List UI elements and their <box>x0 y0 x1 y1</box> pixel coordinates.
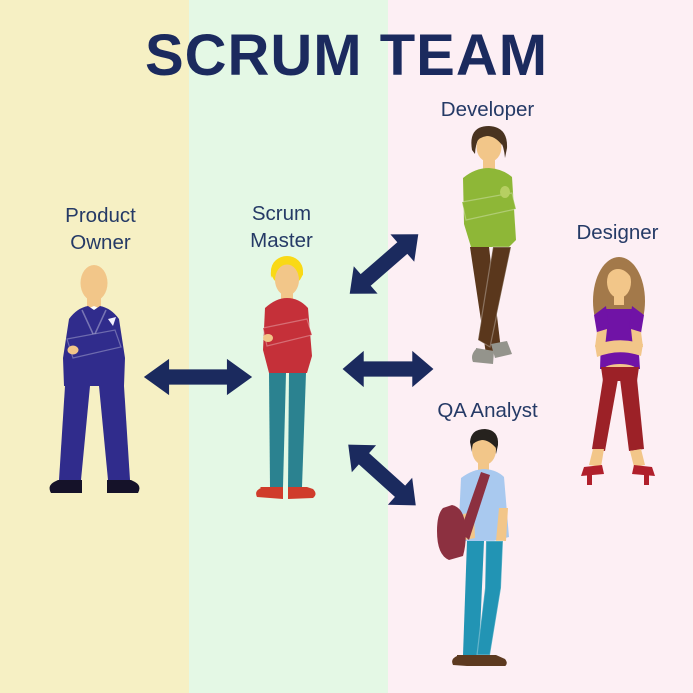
right-jeans-leg <box>288 373 306 487</box>
head <box>476 132 502 162</box>
arrow-shape <box>143 358 253 396</box>
right-sleeve <box>629 306 644 333</box>
right-shoe <box>477 655 507 666</box>
scrum-master-label: Scrum Master <box>250 202 313 253</box>
crossed-arms <box>461 192 517 221</box>
head <box>607 266 631 298</box>
page-title: SCRUM TEAM <box>144 23 549 88</box>
hair-fringe <box>476 131 502 145</box>
right-forearm <box>496 508 508 541</box>
designer-figure-icon <box>581 257 655 485</box>
double-arrow-scrum-master-designer-icon <box>342 350 434 388</box>
arrow-shape <box>342 350 434 388</box>
left-shoe <box>49 480 82 493</box>
right-ankle <box>630 449 645 467</box>
qa-analyst-figure-icon <box>437 429 509 666</box>
hair-fringe <box>605 263 633 279</box>
right-shoe <box>491 341 512 358</box>
left-sleeve <box>594 306 609 333</box>
head <box>275 264 299 296</box>
left-heel-shoe <box>581 465 604 476</box>
left-heel <box>587 474 592 485</box>
left-shoe <box>256 487 283 499</box>
lapel-seams <box>81 309 107 337</box>
arrow-shape <box>348 444 416 506</box>
right-heel <box>644 474 649 485</box>
hair-fringe <box>270 257 304 278</box>
neck <box>614 295 624 305</box>
double-arrow-product-owner-scrum-master-icon <box>143 358 253 396</box>
right-heel-shoe <box>632 465 655 476</box>
arrow-shape <box>349 234 419 294</box>
head <box>80 265 108 301</box>
bag-strap <box>460 472 490 540</box>
right-shoe <box>107 480 140 493</box>
designer-label: Designer <box>576 221 659 244</box>
left-jeans-leg <box>269 373 286 487</box>
product-owner-label: Product Owner <box>65 204 136 255</box>
pocket-square <box>108 317 116 326</box>
scrum-master-figure-icon <box>256 256 316 499</box>
hand <box>67 345 79 355</box>
crossed-pant-leg <box>477 246 512 348</box>
right-trouser-leg <box>99 386 130 480</box>
left-shoe <box>452 655 481 666</box>
crossed-forearms <box>595 340 643 357</box>
chest-badge <box>500 186 510 198</box>
double-arrow-scrum-master-developer-icon <box>349 234 419 294</box>
shoulder-bag <box>437 505 466 560</box>
double-arrow-scrum-master-qa-analyst-icon <box>348 444 416 506</box>
developer-figure-icon <box>461 126 517 364</box>
hair-fringe <box>471 434 496 448</box>
neck <box>483 159 495 170</box>
neck <box>478 462 489 473</box>
left-shoe <box>472 348 494 364</box>
neck <box>87 295 101 309</box>
qa-analyst-label: QA Analyst <box>437 399 538 422</box>
hips <box>601 367 639 381</box>
developer-label: Developer <box>440 98 535 121</box>
front-jeans-leg <box>463 541 484 655</box>
neck <box>281 292 293 302</box>
product-owner-figure-icon <box>49 265 140 493</box>
left-ankle <box>589 449 604 467</box>
right-shoe <box>288 487 316 499</box>
left-trouser-leg <box>59 386 90 480</box>
hair <box>470 429 499 454</box>
hand <box>263 334 273 342</box>
left-capri-leg <box>592 379 618 451</box>
right-capri-leg <box>620 379 644 451</box>
